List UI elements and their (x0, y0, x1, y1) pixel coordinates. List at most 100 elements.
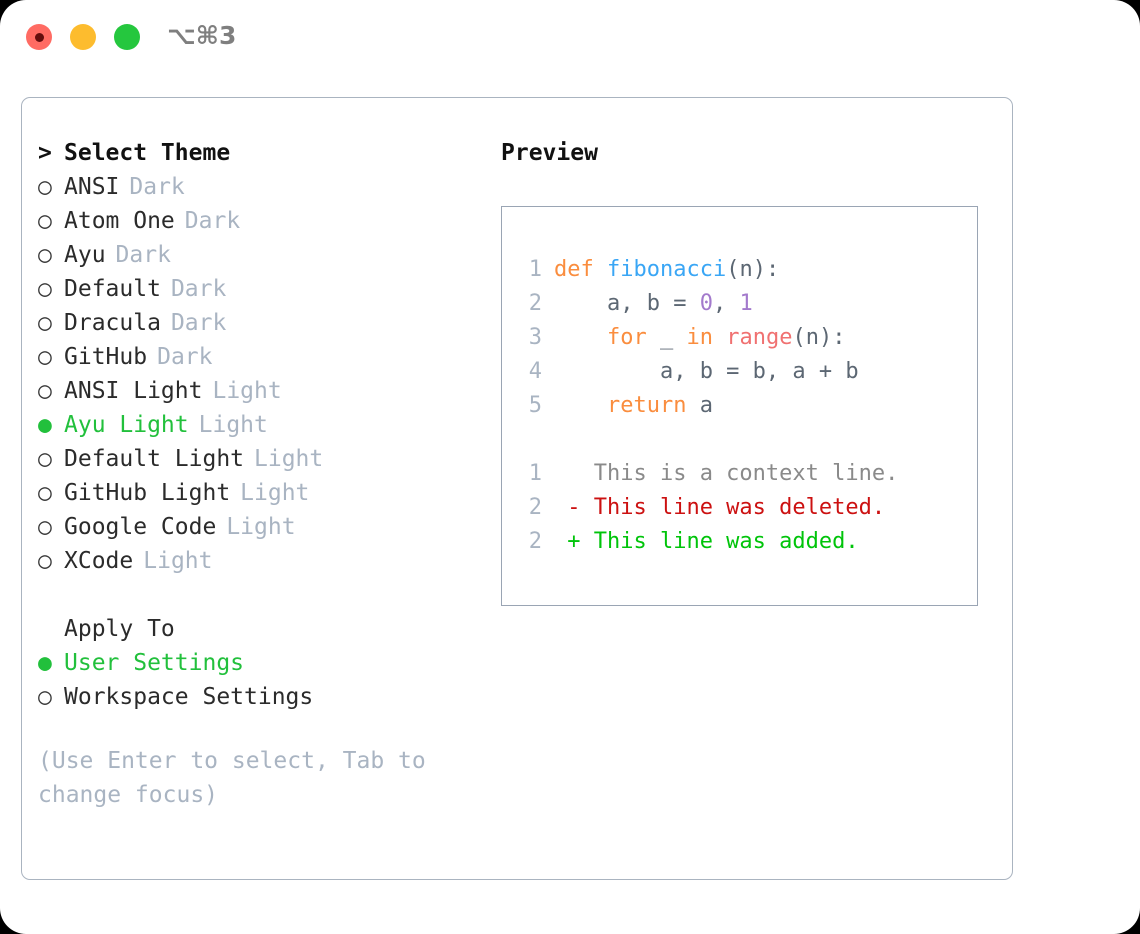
line-number: 3 (528, 325, 542, 350)
theme-name-label: Ayu (64, 242, 106, 268)
code-token: 0 (699, 291, 713, 316)
theme-list-item[interactable]: ○ ANSI Dark (38, 170, 498, 204)
theme-name-label: ANSI (64, 174, 120, 200)
diff-line: 2 + This line was added. (520, 525, 977, 559)
theme-name-label: XCode (64, 548, 134, 574)
apply-to-item[interactable]: ● User Settings (38, 646, 498, 680)
diff-text: This is a context line. (554, 461, 899, 486)
radio-unselected-icon[interactable]: ○ (38, 514, 52, 540)
radio-unselected-icon[interactable]: ○ (38, 480, 52, 506)
minimize-light-icon[interactable] (70, 24, 96, 50)
code-token: in (686, 325, 713, 350)
line-number: 4 (528, 359, 542, 384)
diff-text: - This line was deleted. (554, 495, 886, 520)
theme-list-item[interactable]: ○ Dracula Dark (38, 306, 498, 340)
radio-unselected-icon[interactable]: ○ (38, 174, 52, 200)
theme-variant-badge: Dark (157, 344, 213, 370)
code-token: for (606, 325, 647, 350)
theme-variant-badge: Light (198, 412, 268, 438)
code-line: 4 a, b = b, a + b (520, 355, 977, 389)
code-token: a, b = (554, 291, 700, 316)
radio-unselected-icon[interactable]: ○ (38, 344, 52, 370)
theme-name-label: Dracula (64, 310, 161, 336)
theme-variant-badge: Dark (129, 174, 185, 200)
radio-unselected-icon[interactable]: ○ (38, 276, 52, 302)
code-token (713, 325, 726, 350)
theme-variant-badge: Light (143, 548, 213, 574)
code-token (554, 393, 607, 418)
theme-list-item[interactable]: ○ GitHub Dark (38, 340, 498, 374)
select-theme-label: Select Theme (64, 140, 231, 166)
diff-text: + This line was added. (554, 529, 859, 554)
line-number: 2 (528, 291, 542, 316)
radio-unselected-icon[interactable]: ○ (38, 548, 52, 574)
code-token: 1 (739, 291, 753, 316)
maximize-light-icon[interactable] (114, 24, 140, 50)
code-token (594, 257, 607, 282)
theme-list-item[interactable]: ○ Ayu Dark (38, 238, 498, 272)
code-token: (n): (726, 257, 780, 282)
apply-to-list: ● User Settings ○Workspace Settings (38, 646, 498, 714)
theme-variant-badge: Light (226, 514, 296, 540)
radio-unselected-icon[interactable]: ○ (38, 242, 52, 268)
theme-list-item[interactable]: ○ Atom One Dark (38, 204, 498, 238)
theme-name-label: Atom One (64, 208, 175, 234)
theme-variant-badge: Light (254, 446, 324, 472)
theme-name-label: GitHub Light (64, 480, 231, 506)
code-line: 5 return a (520, 389, 977, 423)
radio-selected-icon[interactable]: ● (38, 412, 52, 438)
radio-unselected-icon[interactable]: ○ (38, 378, 52, 404)
diff-line: 1 This is a context line. (520, 457, 977, 491)
radio-selected-icon[interactable]: ● (38, 650, 52, 676)
theme-list-item[interactable]: ○ Google Code Light (38, 510, 498, 544)
theme-variant-badge: Light (212, 378, 282, 404)
theme-name-label: Default (64, 276, 161, 302)
line-number: 2 (528, 495, 542, 520)
code-token (554, 325, 607, 350)
line-number: 5 (528, 393, 542, 418)
theme-list-item[interactable]: ○ XCode Light (38, 544, 498, 578)
radio-unselected-icon[interactable]: ○ (38, 684, 52, 710)
theme-list-item[interactable]: ● Ayu Light Light (38, 408, 498, 442)
keyboard-shortcut-label: ⌥⌘3 (167, 21, 237, 50)
code-line: 2 a, b = 0, 1 (520, 287, 977, 321)
theme-variant-badge: Dark (184, 208, 241, 234)
title-bar: ⌥⌘3 (0, 0, 1140, 80)
code-token: range (726, 325, 793, 350)
theme-name-label: Google Code (64, 514, 217, 540)
theme-variant-badge: Dark (170, 276, 227, 302)
radio-unselected-icon[interactable]: ○ (38, 446, 52, 472)
code-token: a, b = b, a + b (554, 359, 859, 384)
theme-list-item[interactable]: ○ ANSI Light Light (38, 374, 498, 408)
apply-to-item[interactable]: ○Workspace Settings (38, 680, 498, 714)
select-theme-heading: > Select Theme (38, 136, 498, 170)
diff-line: 2 - This line was deleted. (520, 491, 977, 525)
theme-list-item[interactable]: ○ Default Dark (38, 272, 498, 306)
theme-name-label: Default Light (64, 446, 245, 472)
caret-icon: > (38, 140, 52, 166)
code-line: 3 for _ in range(n): (520, 321, 977, 355)
code-diff-spacer (520, 423, 977, 457)
theme-name-label: ANSI Light (64, 378, 203, 404)
theme-name-label: GitHub (64, 344, 148, 370)
preview-heading: Preview (501, 140, 598, 166)
theme-name-label: Ayu Light (64, 412, 189, 438)
code-token: (n): (792, 325, 846, 350)
theme-list-item[interactable]: ○ Default Light Light (38, 442, 498, 476)
theme-variant-badge: Dark (115, 242, 171, 268)
close-light-icon[interactable] (26, 24, 52, 50)
apply-to-item-label: User Settings (64, 650, 245, 676)
code-token: def (554, 257, 594, 282)
radio-unselected-icon[interactable]: ○ (38, 208, 52, 234)
code-token: _ (646, 325, 687, 350)
radio-unselected-icon[interactable]: ○ (38, 310, 52, 336)
theme-variant-badge: Dark (170, 310, 227, 336)
